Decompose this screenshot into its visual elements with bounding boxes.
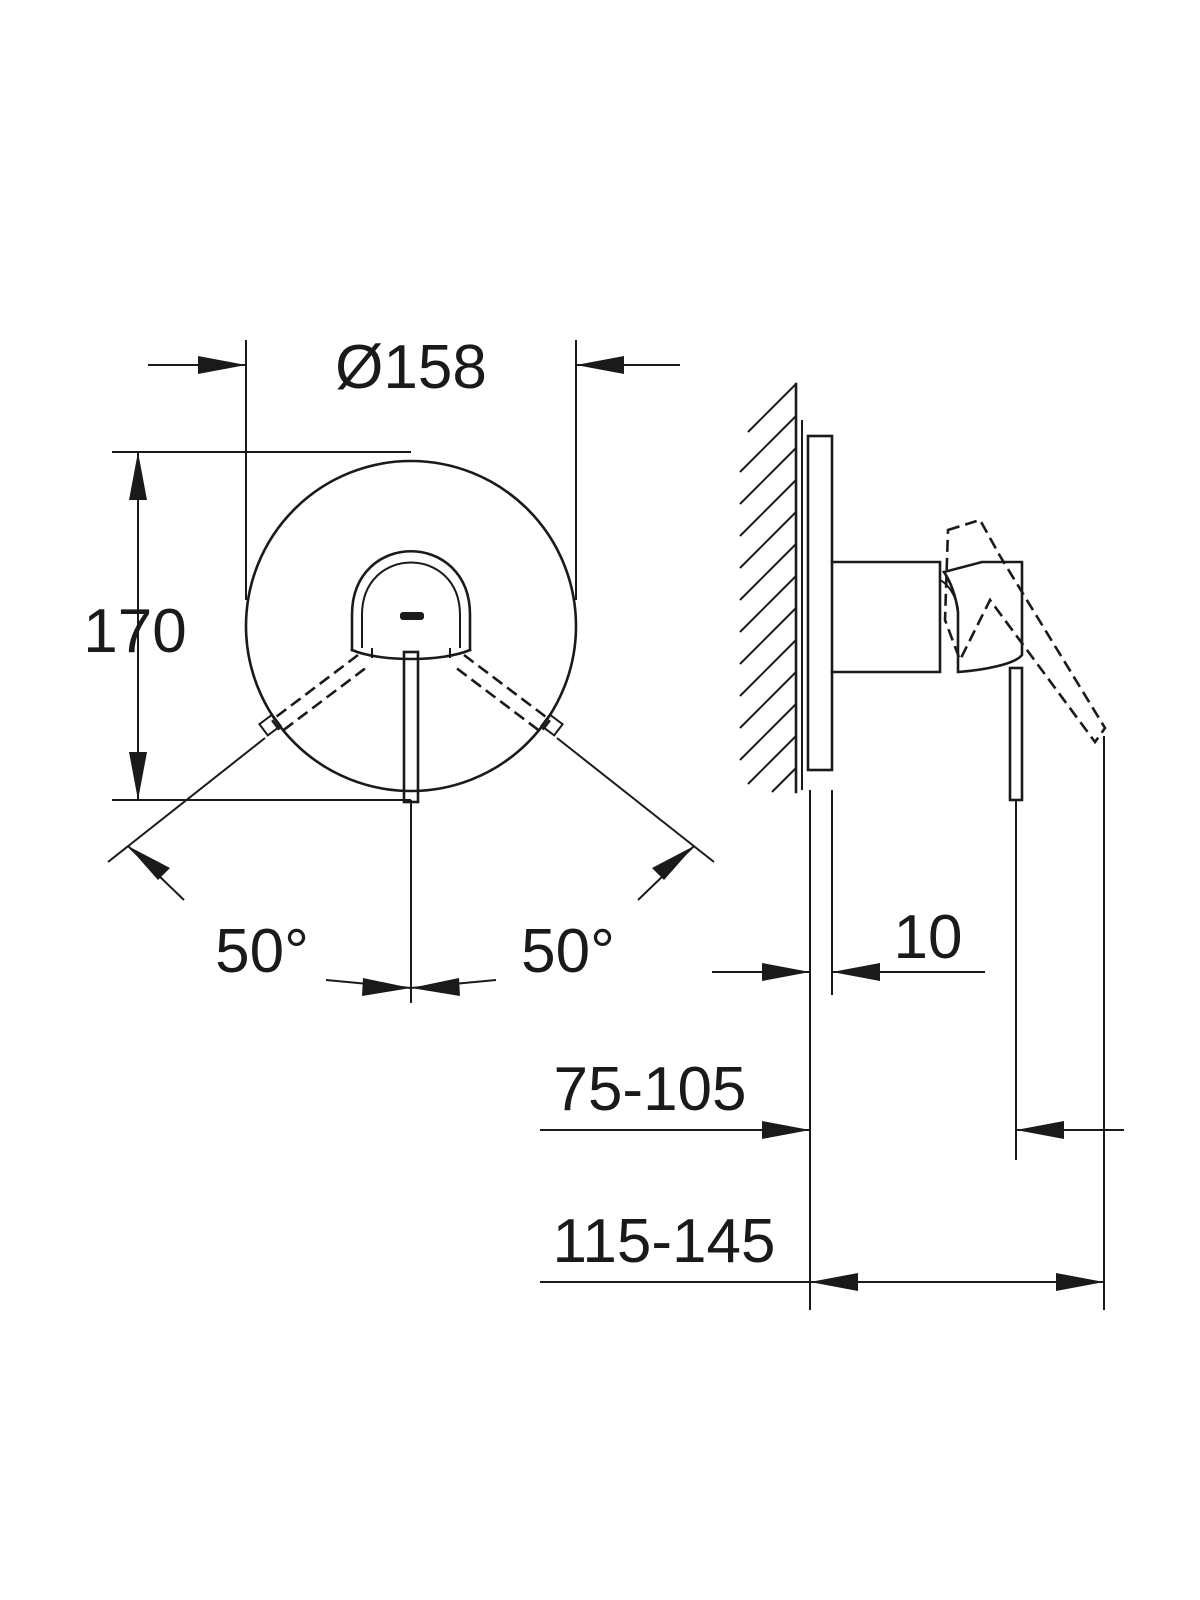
height-label: 170 bbox=[83, 597, 186, 666]
height-dimension: 170 bbox=[83, 451, 411, 801]
housing-slot bbox=[400, 612, 424, 620]
lever-housing-inner bbox=[361, 561, 461, 648]
angle-left-label: 50° bbox=[215, 917, 309, 986]
plate-thickness-dimension: 10 bbox=[712, 903, 985, 981]
lever-housing-outer bbox=[350, 550, 472, 652]
depth-range-dimension: 75-105 bbox=[540, 1055, 1124, 1139]
rosette-profile bbox=[806, 434, 834, 772]
angle-right-label: 50° bbox=[521, 917, 615, 986]
front-view: Ø158 170 bbox=[83, 333, 715, 1003]
wall-hatching bbox=[739, 382, 798, 794]
angle-dimension-left: 50° bbox=[127, 845, 412, 996]
lever-down bbox=[1008, 666, 1024, 802]
lever-rotated-right bbox=[454, 653, 565, 737]
angle-dimension-right: 50° bbox=[410, 845, 695, 996]
total-depth-dimension: 115-145 bbox=[540, 1207, 1104, 1291]
plate-thickness-label: 10 bbox=[894, 903, 963, 972]
diameter-dimension: Ø158 bbox=[148, 333, 680, 402]
lever-head bbox=[941, 560, 1024, 674]
side-view: 10 75-105 115-145 bbox=[540, 382, 1124, 1310]
lever-handle bbox=[402, 650, 420, 804]
depth-range-label: 75-105 bbox=[553, 1055, 746, 1124]
lever-rotated-left bbox=[257, 653, 368, 737]
mixer-body bbox=[830, 560, 942, 674]
total-depth-label: 115-145 bbox=[553, 1207, 776, 1276]
rosette-plate bbox=[244, 459, 578, 793]
lever-raised bbox=[943, 518, 1107, 745]
diameter-label: Ø158 bbox=[335, 333, 487, 402]
